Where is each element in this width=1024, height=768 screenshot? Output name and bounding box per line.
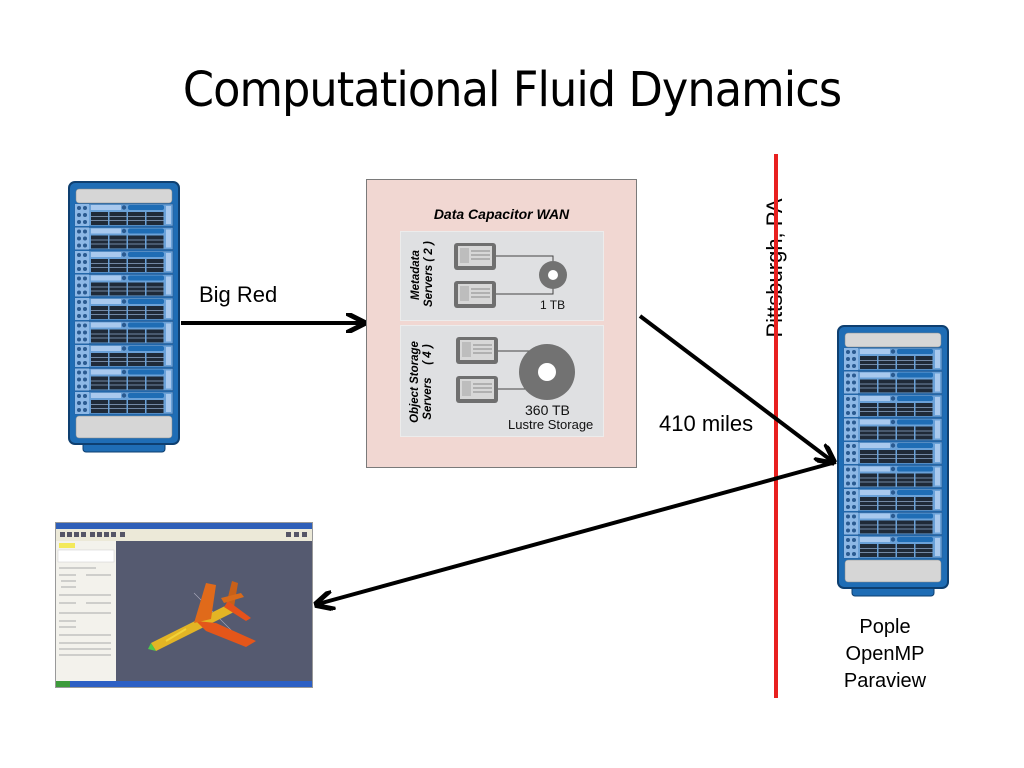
rack-unit <box>74 297 174 321</box>
oss-capacity: 360 TB <box>525 402 570 418</box>
pople-line-2: OpenMP <box>845 643 925 665</box>
rack-unit <box>74 321 174 344</box>
oss-server-icon-1 <box>456 337 498 364</box>
taskbar <box>56 681 312 687</box>
metadata-server-icon-1 <box>454 243 496 270</box>
metadata-servers-panel: Metadata Servers ( 2 ) 1 TB <box>400 231 604 321</box>
properties-panel <box>56 541 116 681</box>
rack-unit <box>843 394 943 418</box>
rack-unit <box>843 418 943 441</box>
object-storage-diagram <box>456 337 575 403</box>
distance-label: 410 miles <box>659 411 754 436</box>
pople-line-3: Paraview <box>843 670 927 692</box>
arrow-pople-to-paraview <box>318 460 837 604</box>
data-capacitor-wan-box: Data Capacitor WAN Metadata Servers ( 2 … <box>366 179 637 468</box>
rack-unit <box>74 227 174 250</box>
data-capacitor-title: Data Capacitor WAN <box>433 206 570 222</box>
rack-unit <box>843 347 943 371</box>
object-storage-servers-panel: Object Storage Servers ( 4 ) 360 TB Lust… <box>400 325 604 437</box>
3d-viewport <box>116 541 312 681</box>
paraview-window <box>56 523 312 687</box>
big-red-server-rack-icon <box>68 181 180 453</box>
big-red-label: Big Red <box>199 282 278 307</box>
rack-unit <box>74 344 174 368</box>
metadata-capacity: 1 TB <box>540 298 566 312</box>
pople-line-1: Pople <box>859 616 911 638</box>
pittsburgh-label: Pittsburgh, PA <box>762 198 787 338</box>
rack-unit <box>843 465 943 488</box>
airplane-model <box>148 581 256 651</box>
pople-server-rack-icon <box>837 325 949 597</box>
rack-unit <box>74 274 174 297</box>
rack-unit <box>843 371 943 394</box>
rack-unit <box>843 441 943 465</box>
slide-title: Computational Fluid Dynamics <box>182 62 842 118</box>
rack-unit <box>843 535 943 559</box>
paraview-screenshot <box>55 522 313 688</box>
rack-unit <box>74 250 174 274</box>
metadata-server-icon-2 <box>454 281 496 308</box>
oss-server-icon-2 <box>456 376 498 403</box>
rack-unit <box>74 368 174 391</box>
start-button <box>56 681 70 687</box>
rack-unit <box>843 512 943 535</box>
pople-label: Pople OpenMP Paraview <box>830 614 940 695</box>
metadata-servers-diagram <box>454 243 567 308</box>
rack-unit <box>74 203 174 227</box>
window-titlebar <box>56 523 312 529</box>
rack-unit <box>843 488 943 512</box>
rack-unit <box>74 391 174 415</box>
arrow-dc-to-pople <box>638 314 832 461</box>
oss-storage-type: Lustre Storage <box>508 417 594 432</box>
